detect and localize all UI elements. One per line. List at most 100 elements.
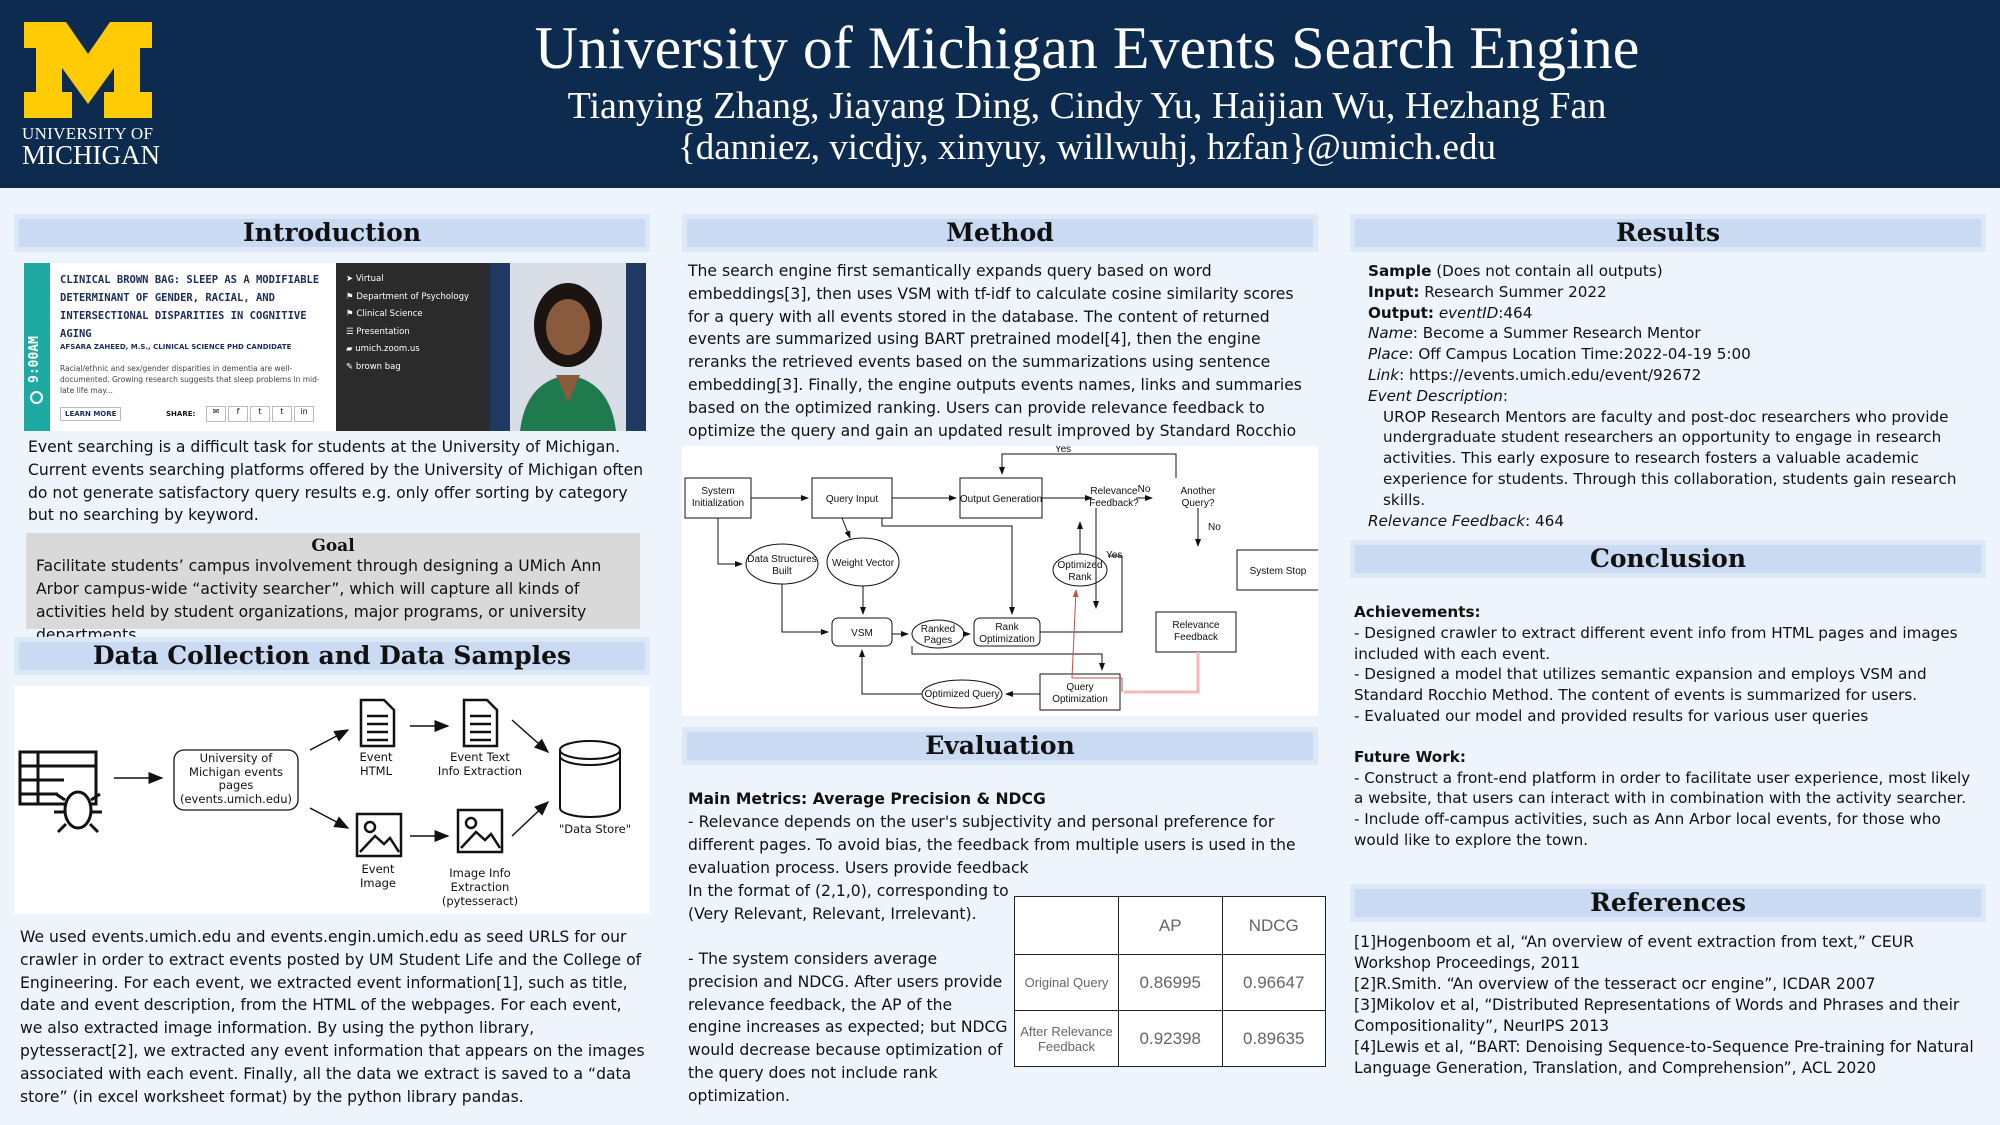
event-card: 9:00AM CLINICAL BROWN BAG: SLEEP AS A MO… xyxy=(24,263,336,431)
source-label: Michigan events xyxy=(189,764,283,779)
vsm-node xyxy=(831,617,893,647)
share-label: SHARE: xyxy=(166,410,196,418)
text-document-icon xyxy=(462,698,499,748)
reference-item: [1]Hogenboom et al, “An overview of even… xyxy=(1354,933,1914,972)
method-paragraph: The search engine first semantically exp… xyxy=(688,262,1302,462)
query-input-node xyxy=(811,477,893,519)
clock-icon xyxy=(30,391,43,404)
relevance-feedback-label: Feedback xyxy=(1174,632,1219,643)
share-facebook-icon[interactable]: f xyxy=(228,406,248,422)
source-label: (events.umich.edu) xyxy=(180,791,292,806)
event-tag: ✎ brown bag xyxy=(346,361,401,372)
source-node xyxy=(173,749,299,811)
references-list: [1]Hogenboom et al, “An overview of even… xyxy=(1354,932,1990,1079)
another-query-label: Query? xyxy=(1182,498,1215,509)
place-value: : Off Campus Location Time:2022-04-19 5:… xyxy=(1408,345,1751,364)
image-info-icon xyxy=(456,808,504,854)
source-label: pages xyxy=(218,778,254,792)
place-label: Place xyxy=(1368,345,1409,364)
intro-paragraph: Event searching is a difficult task for … xyxy=(28,438,644,525)
goal-box: Goal Facilitate students’ campus involve… xyxy=(26,533,640,644)
event-tag: ➤ Virtual xyxy=(346,274,384,284)
results-heading: Results xyxy=(1350,214,1986,252)
metrics-title: Main Metrics: Average Precision & NDCG xyxy=(688,790,1046,808)
ap-value: 0.92398 xyxy=(1118,1010,1223,1067)
name-label: Name xyxy=(1368,324,1413,343)
table-header-ap: AP xyxy=(1118,896,1223,955)
optimized-query-label: Optimized Query xyxy=(924,689,999,700)
image-extraction-label: (pytesseract) xyxy=(441,894,519,908)
method-flowchart: System Initialization Query Input Output… xyxy=(682,446,1318,716)
presenter-photo xyxy=(490,263,646,431)
event-card-blurb: Racial/ethnic and sex/gender disparities… xyxy=(60,364,320,395)
achievements-title: Achievements: xyxy=(1354,603,1481,621)
share-icons: ✉ f t t in xyxy=(206,406,314,422)
table-row: Original Query 0.86995 0.96647 xyxy=(1014,954,1326,1011)
conclusion-heading: Conclusion xyxy=(1350,540,1986,578)
event-tag: ⚑ Department of Psychology xyxy=(346,291,470,302)
event-time-strip: 9:00AM xyxy=(24,263,50,431)
yes-label: Yes xyxy=(1055,446,1071,455)
relevance-feedback-value: : 464 xyxy=(1525,511,1564,530)
method-heading: Method xyxy=(682,214,1318,252)
future-title: Future Work: xyxy=(1354,747,1466,766)
html-label: HTML xyxy=(359,764,392,778)
ds-built-label: Data Structures xyxy=(747,554,816,565)
achievement-item: - Designed crawler to extract different … xyxy=(1354,623,1958,663)
text-extraction-label: Event Text xyxy=(450,750,510,764)
results-block: Sample (Does not contain all outputs) In… xyxy=(1368,261,1980,531)
crawler-bug-icon xyxy=(18,750,102,834)
description-value: UROP Research Mentors are faculty and po… xyxy=(1383,407,1957,509)
references-heading: References xyxy=(1350,884,1986,922)
row-label: Original Query xyxy=(1014,954,1119,1011)
system-stop-label: System Stop xyxy=(1250,566,1307,577)
output-label: Output: xyxy=(1368,303,1435,322)
table-corner xyxy=(1014,896,1119,955)
future-item: - Include off-campus activities, such as… xyxy=(1354,810,1941,849)
link-value[interactable]: : https://events.umich.edu/event/92672 xyxy=(1399,365,1702,384)
source-label: University of xyxy=(199,751,273,765)
learn-more-button[interactable]: LEARN MORE xyxy=(60,407,122,421)
event-card-title: CLINICAL BROWN BAG: SLEEP AS A MODIFIABL… xyxy=(60,274,320,340)
ndcg-value: 0.96647 xyxy=(1221,954,1326,1011)
html-document-icon xyxy=(359,698,396,748)
optimized-rank-label: Rank xyxy=(1068,572,1092,583)
another-query-label: Another xyxy=(1180,486,1216,497)
share-linkedin-icon[interactable]: in xyxy=(294,406,314,422)
share-tumblr-icon[interactable]: t xyxy=(272,406,292,422)
weight-vector-label: Weight Vector xyxy=(832,558,895,569)
input-value: Research Summer 2022 xyxy=(1419,282,1607,301)
conclusion-block: Achievements: - Designed crawler to extr… xyxy=(1354,602,1984,851)
init-label: System xyxy=(701,486,734,497)
poster-title: University of Michigan Events Search Eng… xyxy=(534,15,1640,81)
ranked-pages-label: Ranked xyxy=(921,624,955,635)
share-email-icon[interactable]: ✉ xyxy=(206,406,226,422)
ranked-pages-label: Pages xyxy=(924,635,952,646)
evaluation-paragraph-1-tail: In the format of (2,1,0), corresponding … xyxy=(688,882,1009,923)
achievement-item: - Evaluated our model and provided resul… xyxy=(1354,706,1869,725)
poster-emails: {danniez, vicdjy, xinyuy, willwuhj, hzfa… xyxy=(678,127,1496,168)
university-logo: UNIVERSITY OF MICHIGAN xyxy=(0,0,174,188)
output-generation-node xyxy=(959,477,1043,519)
reference-item: [3]Mikolov et al, “Distributed Represent… xyxy=(1354,996,1960,1035)
event-time: 9:00AM xyxy=(27,336,42,383)
poster-header: UNIVERSITY OF MICHIGAN University of Mic… xyxy=(0,0,2000,188)
relevance-feedback-label: Relevance Feedback xyxy=(1368,511,1526,530)
rank-optimization-label: Optimization xyxy=(979,634,1035,645)
init-label: Initialization xyxy=(692,498,744,509)
data-collection-heading: Data Collection and Data Samples xyxy=(14,637,650,675)
event-tag: ⚑ Clinical Science xyxy=(346,309,423,319)
logo-text-top: UNIVERSITY OF xyxy=(22,124,154,143)
ndcg-value: 0.89635 xyxy=(1221,1010,1326,1067)
no-label: No xyxy=(1208,522,1221,533)
table-row: After Relevance Feedback 0.92398 0.89635 xyxy=(1014,1010,1326,1067)
rank-optimization-label: Rank xyxy=(995,622,1019,633)
image-label: Image xyxy=(359,876,397,890)
share-twitter-icon[interactable]: t xyxy=(250,406,270,422)
evaluation-paragraph-2: - The system considers average precision… xyxy=(688,950,1008,1105)
system-stop-node xyxy=(1236,549,1318,591)
results-table: AP NDCG Original Query 0.86995 0.96647 A… xyxy=(1014,896,1326,1067)
output-generation-label: Output Generation xyxy=(960,494,1042,505)
table-header-ndcg: NDCG xyxy=(1221,896,1326,955)
event-tags-panel: ➤ Virtual ⚑ Department of Psychology ⚑ C… xyxy=(336,263,490,431)
